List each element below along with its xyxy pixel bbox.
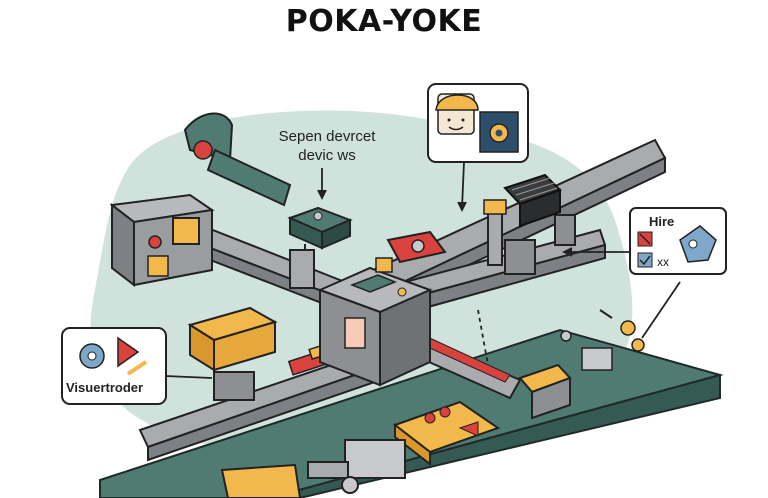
check-mark-icon: [637, 252, 653, 268]
right-fixture: [518, 363, 572, 420]
play-triangle-icon: [117, 336, 140, 368]
right-panel-tag: xx: [657, 255, 669, 269]
left-panel-label: Visuertroder: [66, 380, 144, 395]
yellow-grid-block: [187, 306, 278, 401]
gear-icon: [79, 343, 105, 369]
right-panel-callout: [629, 207, 727, 275]
operator-callout: [427, 83, 529, 163]
red-clamp: [375, 230, 447, 273]
sensor-callout-label: Sepen devrcet devic ws: [262, 127, 392, 165]
bottom-parts: [220, 439, 406, 498]
control-cabinet: [109, 193, 215, 288]
page-title: POKA-YOKE: [285, 4, 483, 39]
grid-sensor-part: [503, 173, 562, 228]
sensor-block: [287, 206, 353, 270]
wrench-icon: [126, 360, 148, 376]
operator-face-icon: [435, 93, 479, 135]
support-posts: [289, 199, 576, 289]
central-fixture-block: [317, 266, 433, 387]
small-parts: [560, 309, 645, 371]
callout-pointers: [164, 161, 681, 379]
sensor-callout-line1: Sepen devrcet: [278, 128, 376, 145]
sensor-callout-line2: devic ws: [298, 147, 356, 164]
gear-icon: [489, 123, 509, 143]
left-panel-callout: [61, 327, 167, 405]
yellow-plate: [392, 400, 501, 467]
gear-arm: [183, 112, 292, 207]
right-panel-title: Hire: [649, 214, 675, 229]
